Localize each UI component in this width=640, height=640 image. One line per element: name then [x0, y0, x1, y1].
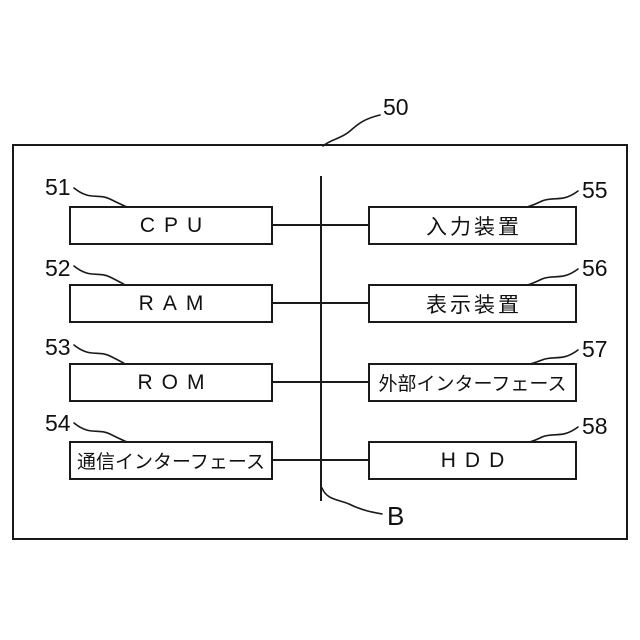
ref-label-56: 56 — [582, 255, 608, 281]
ref-label-bus-b: B — [387, 501, 405, 531]
block-ram: RAM — [69, 284, 273, 323]
block-hdd: HDD — [368, 441, 577, 480]
ref-label-53: 53 — [45, 334, 71, 360]
block-external-interface: 外部インターフェース — [368, 363, 577, 402]
block-input-device: 入力装置 — [368, 206, 577, 245]
ref-label-52: 52 — [45, 255, 71, 281]
connector-row-2 — [273, 302, 369, 304]
ref-label-51: 51 — [45, 174, 71, 200]
ref-label-54: 54 — [45, 410, 71, 436]
leader-50 — [322, 114, 381, 147]
block-cpu: CPU — [69, 206, 273, 245]
system-boundary-box — [12, 144, 628, 540]
block-communication-interface: 通信インターフェース — [69, 441, 273, 480]
block-display-device: 表示装置 — [368, 284, 577, 323]
ref-label-57: 57 — [582, 336, 608, 362]
connector-row-3 — [273, 381, 369, 383]
connector-row-4 — [273, 459, 369, 461]
connector-row-1 — [273, 224, 369, 226]
block-rom: ROM — [69, 363, 273, 402]
ref-label-58: 58 — [582, 413, 608, 439]
ref-label-50: 50 — [383, 94, 409, 120]
bus-line — [320, 176, 322, 501]
ref-label-55: 55 — [582, 177, 608, 203]
